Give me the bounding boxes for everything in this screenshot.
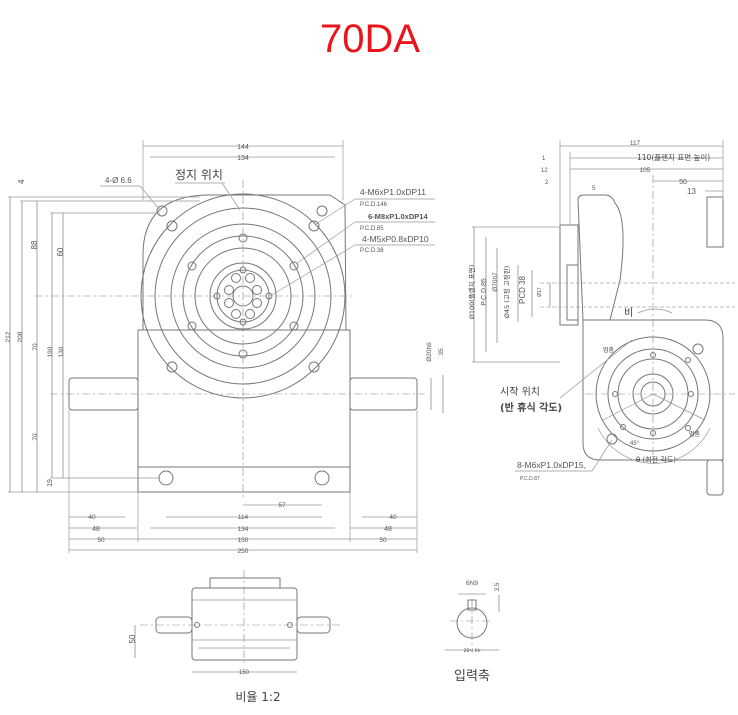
svg-text:208: 208 [17, 331, 24, 342]
svg-text:50: 50 [679, 179, 687, 186]
svg-text:P.C.D.87: P.C.D.87 [520, 476, 540, 482]
svg-text:150: 150 [238, 537, 249, 544]
bolt-holes [156, 205, 330, 486]
svg-text:P.C.D.85: P.C.D.85 [360, 226, 384, 232]
svg-text:4-M5xP0.8xDP10: 4-M5xP0.8xDP10 [362, 234, 429, 244]
svg-text:P.C.D.85: P.C.D.85 [481, 278, 488, 306]
svg-text:45°: 45° [630, 441, 640, 447]
svg-text:50: 50 [97, 537, 105, 544]
svg-text:2: 2 [545, 180, 549, 186]
svg-text:3.5: 3.5 [494, 582, 501, 591]
output-flange-side [559, 224, 579, 326]
svg-text:40: 40 [88, 514, 96, 521]
svg-text:6N9: 6N9 [466, 580, 478, 587]
svg-text:12: 12 [541, 168, 548, 174]
square-housing [582, 319, 724, 461]
svg-text:48: 48 [92, 526, 100, 533]
rest-angle-label: (반 휴식 각도) [500, 401, 562, 414]
housing-bottom [191, 587, 298, 661]
thread-callout-side: 8-M6xP1.0xDP15, [517, 460, 586, 470]
flange-profile [577, 194, 624, 321]
svg-text:110(플랜지 표면 높이): 110(플랜지 표면 높이) [637, 152, 710, 162]
front-view: 144 134 정지 위치 4-Ø 6.6 4-M6xP1.0xDP11 P.C… [5, 140, 445, 555]
svg-text:60: 60 [56, 247, 65, 256]
svg-text:4: 4 [17, 179, 26, 184]
svg-text:114: 114 [238, 514, 249, 521]
svg-text:20시 6h: 20시 6h [463, 648, 480, 654]
svg-text:134: 134 [238, 526, 249, 533]
svg-text:50: 50 [379, 537, 387, 544]
svg-text:212: 212 [5, 331, 12, 342]
input-shaft-label: 입력축 [454, 669, 490, 684]
svg-text:88: 88 [30, 240, 39, 249]
shaft-bottom [706, 459, 724, 496]
svg-text:Ø70h7: Ø70h7 [492, 272, 499, 292]
svg-text:Ø45 (고정 고정판): Ø45 (고정 고정판) [502, 266, 511, 319]
svg-text:Ø100(플랜지 표면): Ø100(플랜지 표면) [467, 265, 476, 320]
svg-text:PCD 38: PCD 38 [518, 275, 527, 304]
housing-top-outline [142, 194, 347, 331]
bottom-dimensions: 57 40 114 40 48 134 48 50 150 50 250 [68, 410, 418, 555]
index-angle-label: θ (회전 각도) [636, 455, 676, 464]
dim-35: 35 [438, 348, 445, 356]
svg-text:6-M8xP1.0xDP14: 6-M8xP1.0xDP14 [368, 212, 428, 221]
dim-150: 150 [239, 670, 250, 676]
dim-144: 144 [237, 144, 249, 151]
stop-position-label: 정지 위치 [175, 168, 223, 182]
svg-text:117: 117 [630, 140, 641, 147]
svg-text:250: 250 [238, 548, 249, 555]
svg-text:1: 1 [542, 156, 546, 162]
bottom-view: 50 150 비율 1:2 [128, 570, 340, 704]
svg-text:4-M6xP1.0xDP11: 4-M6xP1.0xDP11 [360, 187, 426, 197]
svg-text:105: 105 [640, 167, 651, 174]
svg-text:Ø17: Ø17 [537, 287, 543, 297]
svg-text:190: 190 [47, 346, 54, 357]
side-left-dimensions: Ø100(플랜지 표면) P.C.D.85 Ø70h7 Ø45 (고정 고정판)… [467, 226, 560, 363]
scale-label: 비율 1:2 [235, 690, 280, 704]
dim-shaft-dia: Ø20h6 [426, 342, 433, 362]
svg-text:13: 13 [687, 187, 696, 196]
svg-text:48: 48 [384, 526, 392, 533]
svg-text:P.C.D.38: P.C.D.38 [360, 248, 384, 254]
svg-text:130: 130 [58, 346, 65, 357]
start-position-label: 시작 위치 [500, 385, 540, 398]
hole-callout: 4-Ø 6.6 [105, 176, 132, 185]
side-view: 117 110(플랜지 표면 높이) 105 50 13 1 12 2 5 Ø1… [467, 140, 735, 496]
input-shaft-section: 6N9 3.5 20시 6h 입력축 [445, 580, 501, 684]
rotation-label: 비 [624, 307, 633, 319]
shaft-top [706, 196, 724, 248]
base-plate [137, 466, 351, 493]
thread-callouts: 4-M6xP1.0xDP11 P.C.D.146 6-M8xP1.0xDP14 … [269, 187, 435, 297]
dim-50: 50 [128, 634, 137, 643]
drawing-title: 70DA [320, 17, 420, 61]
svg-text:57: 57 [278, 502, 286, 509]
svg-text:멈춤: 멈춤 [689, 430, 701, 438]
svg-text:70: 70 [32, 343, 39, 351]
svg-text:70: 70 [32, 433, 39, 441]
left-dimensions: 4 212 208 88 70 70 60 190 130 19 [5, 179, 200, 493]
svg-text:P.C.D.146: P.C.D.146 [360, 202, 388, 208]
svg-text:5: 5 [592, 186, 596, 192]
dim-134: 134 [237, 155, 249, 162]
svg-text:멈춤: 멈춤 [603, 346, 615, 354]
svg-text:40: 40 [389, 514, 397, 521]
svg-text:19: 19 [47, 479, 54, 487]
